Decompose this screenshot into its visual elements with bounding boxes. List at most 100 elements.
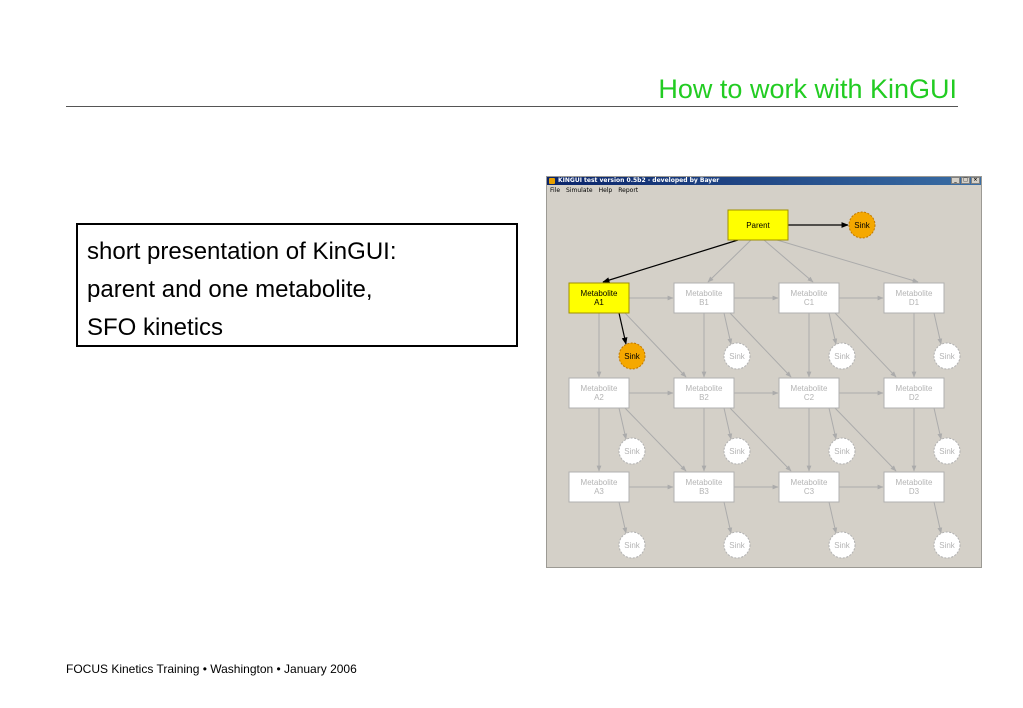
arrow-C2-to-sink [828, 407, 838, 440]
metabolite-d1-label: Metabolite [896, 289, 933, 298]
sink-a1[interactable]: Sink [618, 342, 646, 370]
metabolite-b3-id: B3 [699, 487, 709, 496]
window-titlebar[interactable]: KINGUI test version 0.5b2 - developed by… [547, 177, 981, 185]
metabolite-b1-id: B1 [699, 298, 709, 307]
minimize-button[interactable]: _ [951, 177, 960, 184]
sink-b3[interactable]: Sink [723, 531, 751, 559]
sink-c2[interactable]: Sink [828, 437, 856, 465]
sink-d3-label: Sink [939, 541, 956, 550]
title-rule [66, 106, 958, 107]
metabolite-c3-label: Metabolite [791, 478, 828, 487]
sink-a1-label: Sink [624, 352, 641, 361]
sink-b1-label: Sink [729, 352, 746, 361]
sink-b2-label: Sink [729, 447, 746, 456]
close-button[interactable]: × [971, 177, 980, 184]
metabolite-d3-id: D3 [909, 487, 920, 496]
metabolite-a1-label: Metabolite [581, 289, 618, 298]
arrow-C3-to-sink [828, 501, 838, 534]
arrow-D3-to-sink [933, 501, 943, 534]
sink-d2-label: Sink [939, 447, 956, 456]
arrow-B2-to-C3 [729, 407, 792, 472]
sink-d2[interactable]: Sink [933, 437, 961, 465]
sink-d3[interactable]: Sink [933, 531, 961, 559]
arrow-parent-to-B1 [707, 239, 752, 283]
sink-c3-label: Sink [834, 541, 851, 550]
menu-file[interactable]: File [550, 187, 561, 194]
arrow-B2-to-sink [723, 407, 733, 440]
arrow-B1-to-sink [723, 312, 733, 345]
arrow-parent-to-D1 [776, 239, 919, 283]
app-icon [549, 178, 555, 184]
slide-title: How to work with KinGUI [658, 74, 957, 104]
description-line-1: short presentation of KinGUI: [87, 238, 397, 265]
arrow-C1-to-D2 [834, 312, 897, 378]
arrow-D1-to-sink [933, 312, 943, 345]
parent-node-label: Parent [746, 221, 770, 230]
description-line-2: parent and one metabolite, [87, 276, 373, 303]
metabolite-d2-id: D2 [909, 393, 920, 402]
sink-b1[interactable]: Sink [723, 342, 751, 370]
metabolite-a3-label: Metabolite [581, 478, 618, 487]
arrow-A1-to-B2 [624, 312, 687, 378]
arrow-B3-to-sink [723, 501, 733, 534]
metabolite-d2-label: Metabolite [896, 384, 933, 393]
window-title: KINGUI test version 0.5b2 - developed by… [558, 177, 720, 184]
menu-help[interactable]: Help [598, 187, 613, 194]
arrow-A1-to-sink [618, 312, 628, 345]
menu-simulate[interactable]: Simulate [566, 187, 593, 194]
parent-sink[interactable]: Sink [848, 211, 876, 239]
arrow-D2-to-sink [933, 407, 943, 440]
metabolite-d1-id: D1 [909, 298, 920, 307]
sink-d1-label: Sink [939, 352, 956, 361]
metabolite-a2-id: A2 [594, 393, 604, 402]
kingui-window: KINGUI test version 0.5b2 - developed by… [546, 176, 982, 568]
sink-b3-label: Sink [729, 541, 746, 550]
arrow-A2-to-sink [618, 407, 628, 440]
sink-c1-label: Sink [834, 352, 851, 361]
metabolite-b3-label: Metabolite [686, 478, 723, 487]
arrow-C2-to-D3 [834, 407, 897, 472]
metabolite-b1-label: Metabolite [686, 289, 723, 298]
arrow-parent-to-C1 [763, 239, 814, 283]
metabolite-d3-label: Metabolite [896, 478, 933, 487]
arrow-A3-to-sink [618, 501, 628, 534]
sink-c1[interactable]: Sink [828, 342, 856, 370]
arrow-A2-to-B3 [624, 407, 687, 472]
footer: FOCUS Kinetics Training • Washington • J… [66, 662, 357, 676]
sink-c2-label: Sink [834, 447, 851, 456]
sink-b2[interactable]: Sink [723, 437, 751, 465]
arrow-parent-to-A1 [602, 239, 739, 283]
sink-d1[interactable]: Sink [933, 342, 961, 370]
metabolite-a3-id: A3 [594, 487, 604, 496]
parent-sink-label: Sink [854, 221, 871, 230]
metabolite-a2-label: Metabolite [581, 384, 618, 393]
parent-node[interactable]: Parent [727, 209, 789, 241]
maximize-button[interactable]: □ [961, 177, 970, 184]
arrow-B1-to-C2 [729, 312, 792, 378]
sink-c3[interactable]: Sink [828, 531, 856, 559]
sink-a2[interactable]: Sink [618, 437, 646, 465]
metabolite-b2-label: Metabolite [686, 384, 723, 393]
menubar: File Simulate Help Report [547, 186, 981, 195]
window-controls: _ □ × [951, 177, 980, 185]
description-line-3: SFO kinetics [87, 314, 224, 341]
sink-a2-label: Sink [624, 447, 641, 456]
arrow-C1-to-sink [828, 312, 838, 345]
sink-a3[interactable]: Sink [618, 531, 646, 559]
metabolite-c2-label: Metabolite [791, 384, 828, 393]
menu-report[interactable]: Report [618, 187, 639, 194]
description-box: short presentation of KinGUI: parent and… [76, 223, 518, 347]
